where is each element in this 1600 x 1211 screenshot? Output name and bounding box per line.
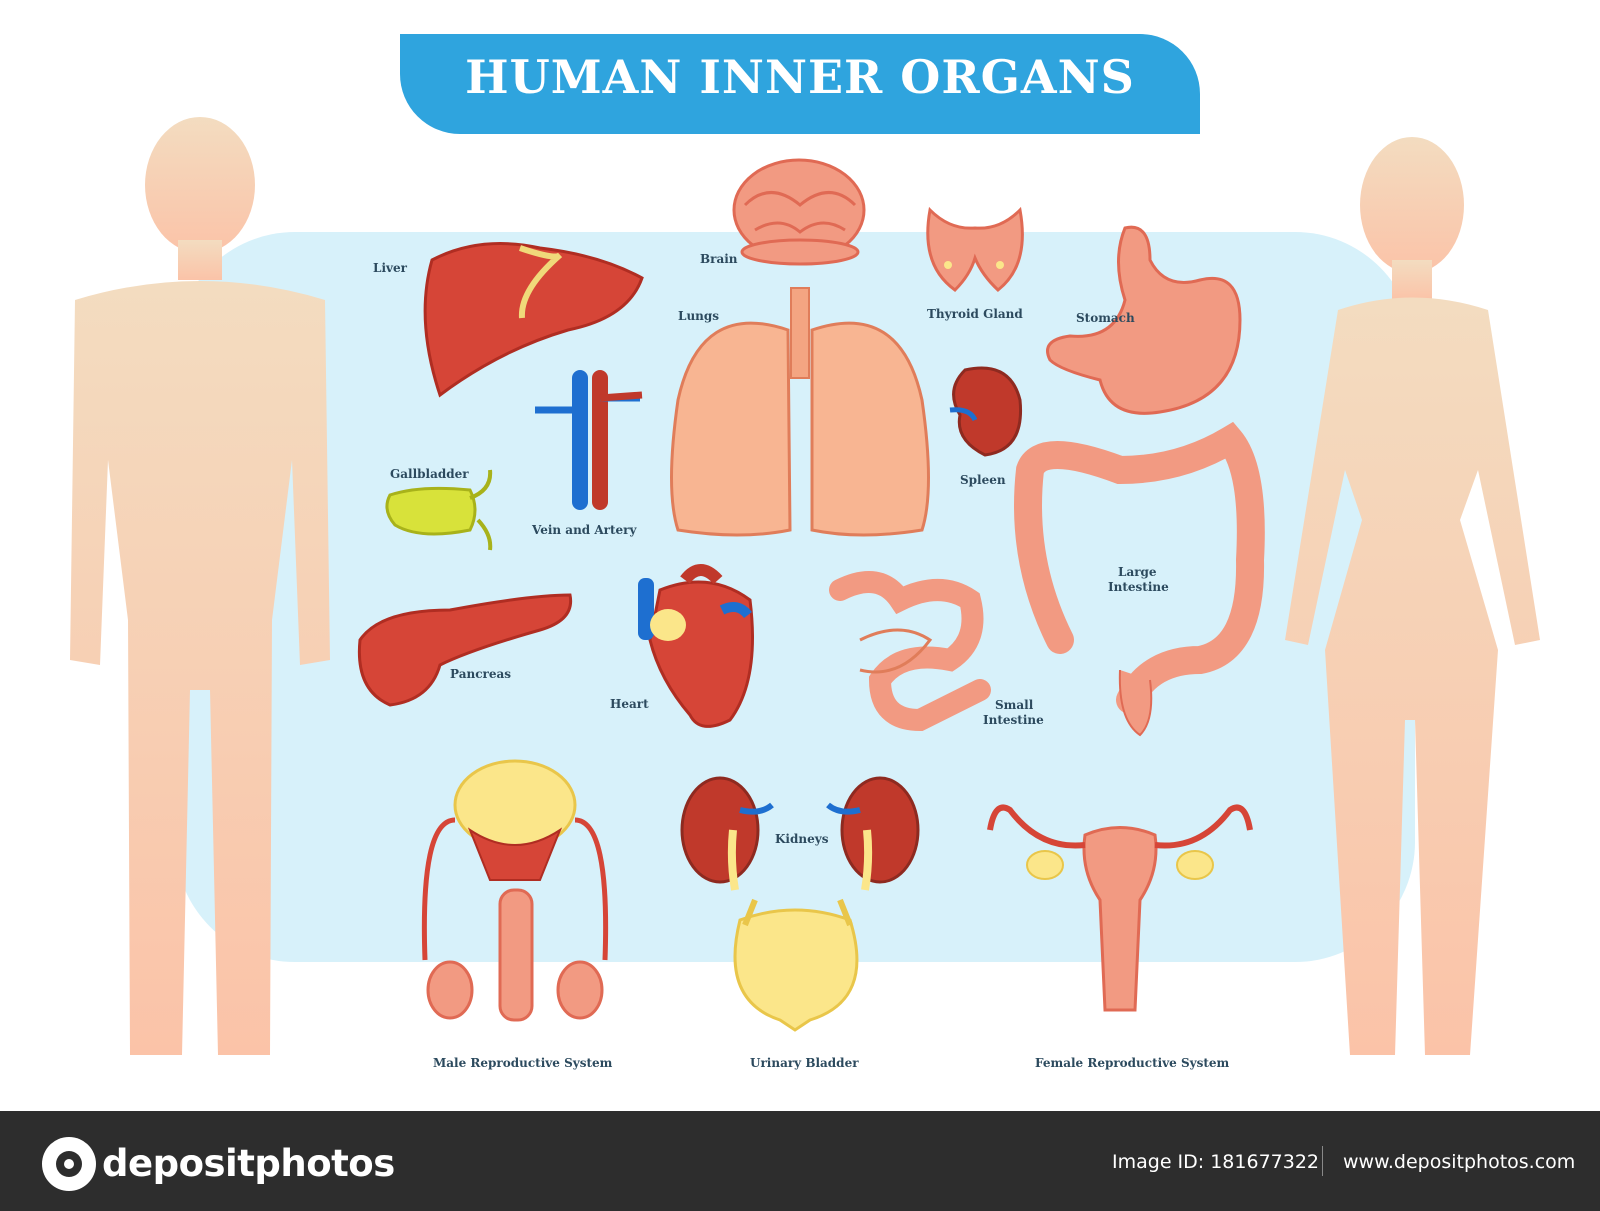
vein-artery-illustration [535, 370, 643, 510]
stomach-illustration [1046, 225, 1242, 415]
label-small-intestine-line2: Intestine [983, 713, 1044, 727]
camera-lens-highlight-icon [64, 1159, 74, 1169]
label-large-intestine-line1: Large [1118, 565, 1157, 579]
label-heart: Heart [610, 697, 649, 711]
pancreas-illustration [357, 593, 573, 707]
gallbladder-illustration [385, 469, 493, 551]
website-link[interactable]: www.depositphotos.com [1343, 1151, 1576, 1173]
male-reproductive-illustration [421, 759, 609, 1022]
title-banner [400, 34, 1200, 134]
label-kidneys: Kidneys [775, 832, 829, 846]
brain-illustration [732, 158, 866, 266]
kidneys-illustration [680, 776, 920, 891]
footer-bar [0, 1111, 1600, 1211]
diagram-title: HUMAN INNER ORGANS [465, 50, 1135, 104]
footer-divider [1322, 1146, 1323, 1176]
label-thyroid-gland: Thyroid Gland [927, 307, 1023, 321]
female-silhouette [1285, 137, 1540, 1055]
label-male-reproductive-system: Male Reproductive System [433, 1056, 613, 1070]
lungs-illustration [670, 287, 930, 537]
label-urinary-bladder: Urinary Bladder [750, 1056, 859, 1070]
male-silhouette [70, 117, 330, 1055]
liver-illustration [423, 242, 644, 398]
label-brain: Brain [700, 252, 738, 266]
large-intestine-illustration [1014, 421, 1265, 737]
label-lungs: Lungs [678, 309, 720, 323]
label-spleen: Spleen [960, 473, 1006, 487]
label-large-intestine-line2: Intestine [1108, 580, 1169, 594]
thyroid-illustration [926, 206, 1024, 292]
small-intestine-illustration [829, 571, 991, 732]
label-small-intestine-line1: Small [995, 698, 1034, 712]
brand-name: depositphotos [102, 1142, 395, 1185]
urinary-bladder-illustration [733, 898, 859, 1032]
label-stomach: Stomach [1076, 311, 1135, 325]
label-female-reproductive-system: Female Reproductive System [1035, 1056, 1230, 1070]
label-liver: Liver [373, 261, 407, 275]
label-vein-artery: Vein and Artery [532, 523, 637, 537]
female-reproductive-illustration [987, 804, 1253, 1012]
spleen-illustration [949, 366, 1023, 457]
heart-illustration [638, 564, 754, 728]
label-gallbladder: Gallbladder [390, 467, 469, 481]
label-pancreas: Pancreas [450, 667, 511, 681]
image-id: Image ID: 181677322 [1112, 1151, 1320, 1173]
